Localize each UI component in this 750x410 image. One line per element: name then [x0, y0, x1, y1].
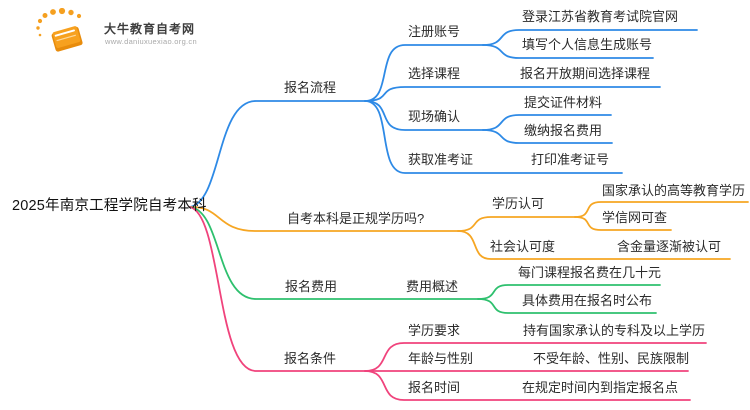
edge-root-to-signup-process — [189, 100, 366, 208]
edge-register-to-login-site — [482, 29, 698, 46]
leaf-value-increasing[interactable]: 含金量逐渐被认可 — [617, 239, 722, 254]
node-degree-recognition[interactable]: 学历认可 — [492, 196, 545, 211]
edge-degree-to-xuexin — [574, 216, 672, 231]
edge-req-to-education — [364, 342, 707, 372]
leaf-choose-during-open[interactable]: 报名开放期间选择课程 — [520, 66, 651, 81]
leaf-fee-per-course[interactable]: 每门课程报名费在几十元 — [518, 265, 662, 280]
leaf-xuexin-verifiable[interactable]: 学信网可查 — [602, 210, 668, 225]
node-fee-overview[interactable]: 费用概述 — [406, 279, 459, 294]
orange-book-icon — [36, 8, 83, 52]
edge-root-to-is-formal — [189, 206, 459, 232]
leaf-print-ticket-number[interactable]: 打印准考证号 — [531, 152, 610, 167]
node-education-requirement[interactable]: 学历要求 — [408, 323, 461, 338]
node-choose-course[interactable]: 选择课程 — [408, 66, 461, 81]
edge-signup-to-get-ticket — [364, 100, 623, 174]
edge-formal-to-degree-recognized — [457, 216, 576, 232]
leaf-state-recognized-degree[interactable]: 国家承认的高等教育学历 — [602, 183, 746, 198]
branch-signup-process[interactable]: 报名流程 — [284, 80, 337, 95]
edge-root-to-fees — [189, 206, 479, 300]
site-logo[interactable]: 大牛教育自考网 www.daniuxuexiao.org.cn — [26, 8, 226, 52]
node-social-recognition[interactable]: 社会认可度 — [490, 239, 556, 254]
edge-signup-to-choose-course — [364, 86, 661, 102]
edge-onsite-to-pay-fee — [482, 129, 613, 144]
logo-title: 大牛教育自考网 — [104, 22, 196, 36]
node-onsite-confirm[interactable]: 现场确认 — [408, 109, 461, 124]
branch-signup-fees[interactable]: 报名费用 — [285, 279, 338, 294]
leaf-fill-personal-info[interactable]: 填写个人信息生成账号 — [522, 37, 653, 52]
edge-root-to-requirements — [189, 206, 366, 372]
leaf-pay-signup-fee[interactable]: 缴纳报名费用 — [524, 123, 603, 138]
leaf-designated-location[interactable]: 在规定时间内到指定报名点 — [522, 380, 679, 395]
node-age-gender[interactable]: 年龄与性别 — [408, 351, 474, 366]
leaf-no-restrictions[interactable]: 不受年龄、性别、民族限制 — [533, 351, 690, 366]
branch-is-formal-degree[interactable]: 自考本科是正规学历吗? — [287, 211, 425, 226]
edge-register-to-fill-info — [482, 44, 654, 59]
leaf-login-jiangsu-site[interactable]: 登录江苏省教育考试院官网 — [522, 9, 679, 24]
root-topic[interactable]: 2025年南京工程学院自考本科 — [12, 198, 207, 214]
edge-fees-to-announced — [477, 298, 657, 314]
branch-signup-requirements[interactable]: 报名条件 — [284, 351, 337, 366]
node-signup-time[interactable]: 报名时间 — [408, 380, 461, 395]
edge-formal-to-social-recognition — [457, 230, 731, 260]
node-get-admission-ticket[interactable]: 获取准考证 — [408, 152, 474, 167]
edge-onsite-to-submit-docs — [482, 114, 612, 131]
leaf-college-degree-required[interactable]: 持有国家承认的专科及以上学历 — [523, 323, 706, 338]
node-register-account[interactable]: 注册账号 — [408, 24, 461, 39]
leaf-submit-documents[interactable]: 提交证件材料 — [524, 95, 603, 110]
edge-signup-to-onsite-confirm — [364, 100, 484, 131]
edge-signup-to-register-account — [364, 44, 484, 102]
logo-url: www.daniuxuexiao.org.cn — [105, 37, 197, 46]
leaf-fee-announced[interactable]: 具体费用在报名时公布 — [522, 293, 653, 308]
edge-req-to-time — [364, 370, 691, 401]
